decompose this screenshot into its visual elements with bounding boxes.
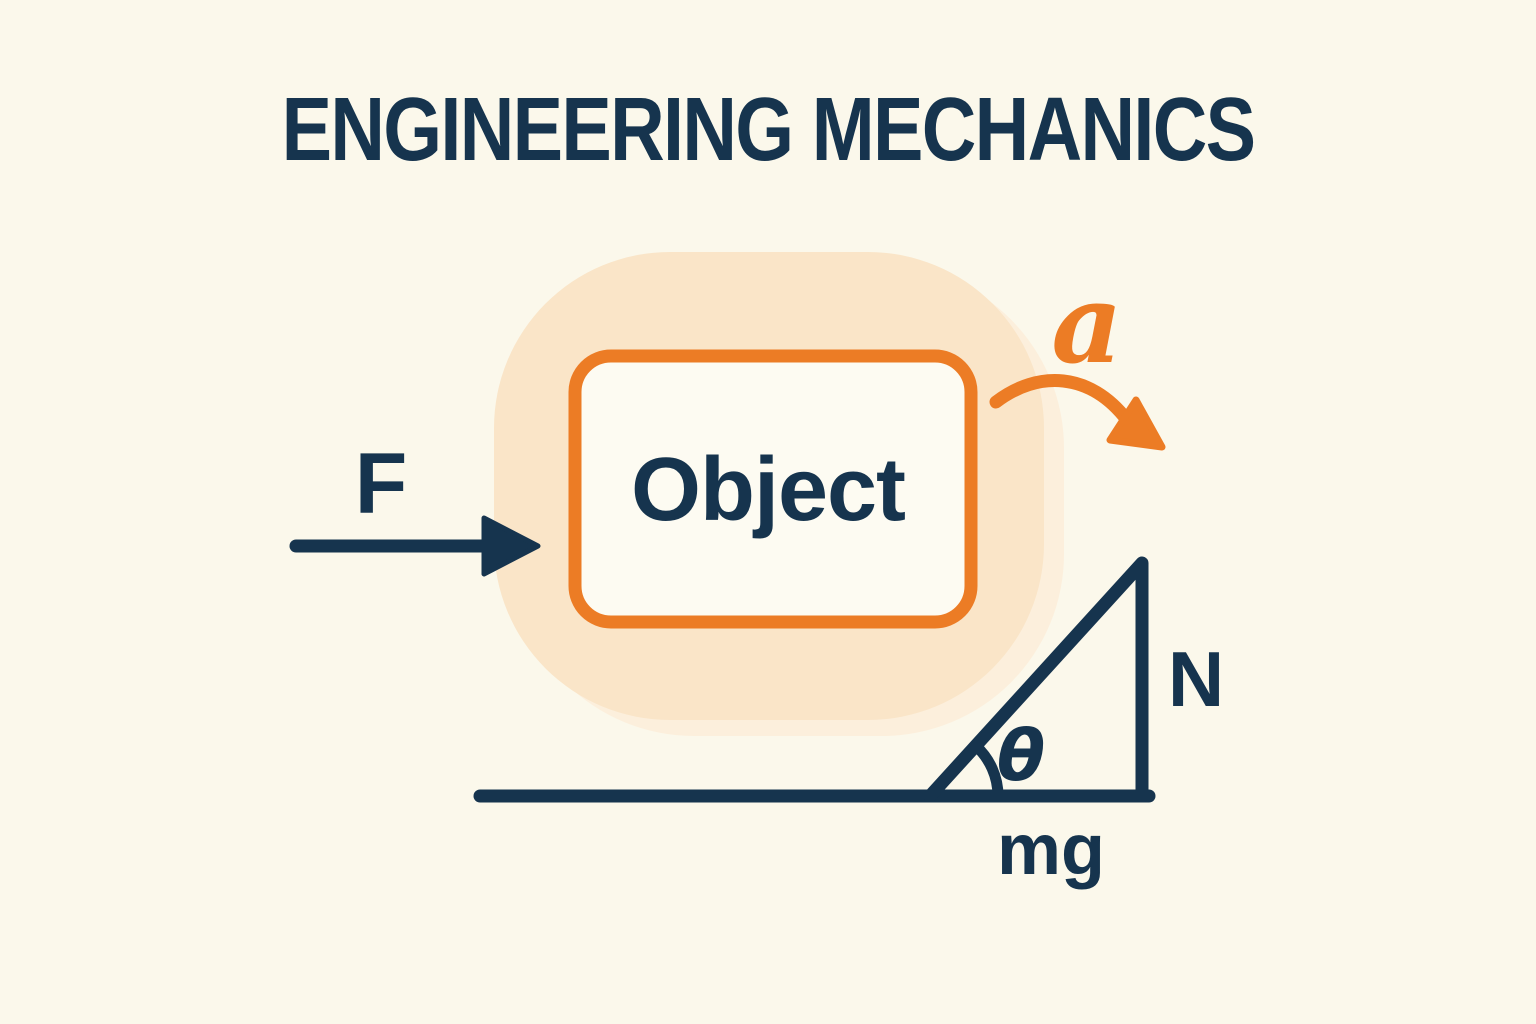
angle-theta-label: θ [996,715,1046,797]
acceleration-arrow-shaft [989,374,1134,427]
force-label: F [354,436,408,532]
weight-label: mg [997,810,1105,890]
normal-force-label: N [1167,635,1225,723]
page-title: ENGINEERING MECHANICS [281,80,1256,180]
incline-triangle [923,556,1149,803]
force-arrow-head [481,515,541,577]
object-box-label: Object [630,440,906,540]
object-box [568,349,978,629]
acceleration-label: a [1051,259,1123,388]
angle-arc [970,740,1004,802]
acceleration-arrow-head [1106,396,1166,451]
